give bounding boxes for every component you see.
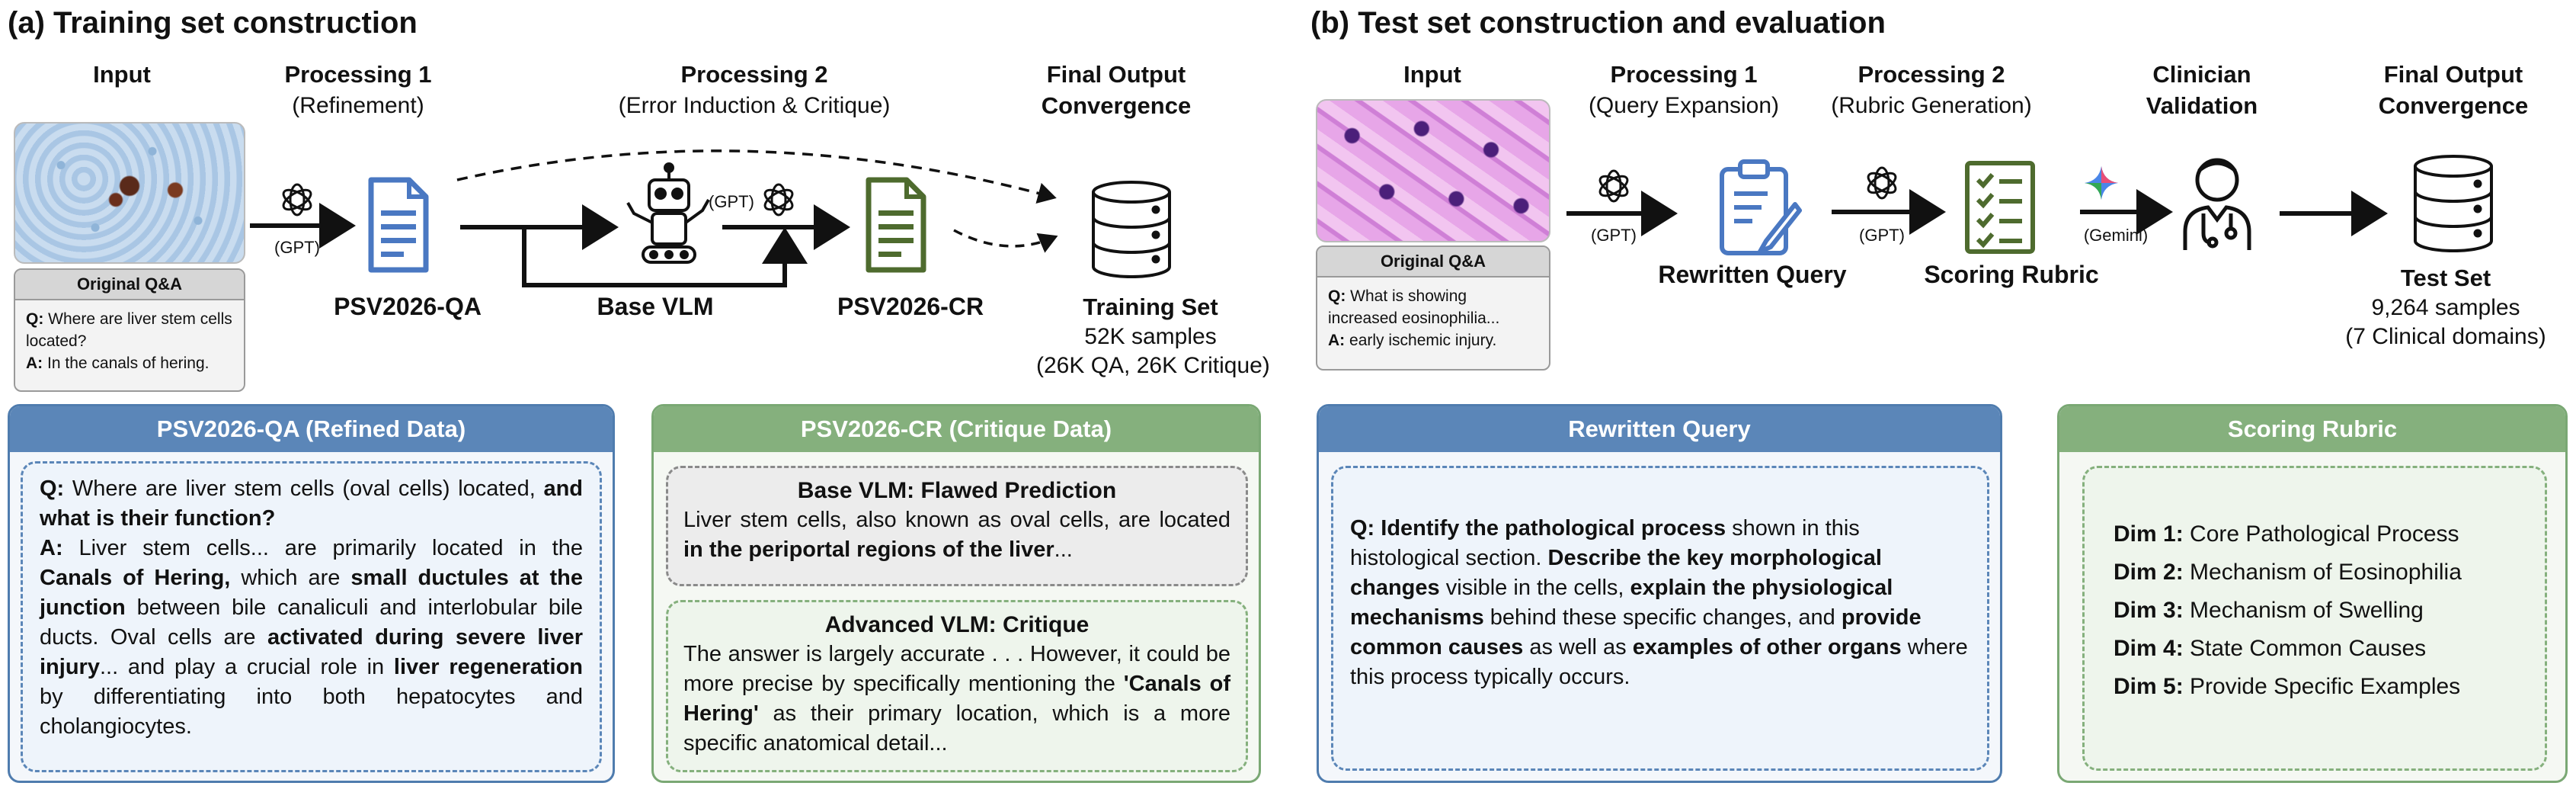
- original-qa-head: Original Q&A: [1317, 247, 1549, 278]
- rewritten-query-label: Rewritten Query: [1658, 261, 1847, 288]
- training-set-breakdown: (26K QA, 26K Critique): [1036, 353, 1270, 378]
- original-qa-card-right: Original Q&A Q: What is showing increase…: [1316, 245, 1550, 371]
- panel-header: Rewritten Query: [1319, 406, 2000, 452]
- openai-icon: [1598, 169, 1629, 203]
- dashed-arrow-cr-to-set: [953, 229, 1058, 253]
- arrow-qa-bypass-to-cr: [522, 227, 808, 287]
- panel-header: PSV2026-CR (Critique Data): [654, 406, 1259, 452]
- input-header: Input: [1403, 61, 1461, 88]
- rubric-content: Dim 1: Core Pathological Process Dim 2: …: [2082, 466, 2547, 771]
- rubric-dim: Dim 3: Mechanism of Swelling: [2114, 598, 2424, 623]
- section-a-title: (a) Training set construction: [8, 6, 418, 40]
- a-text: early ischemic injury.: [1349, 332, 1497, 349]
- qa-dataset-label: PSV2026-QA: [334, 293, 482, 320]
- critique-box: Advanced VLM: Critique The answer is lar…: [666, 600, 1248, 772]
- panel-header: PSV2026-QA (Refined Data): [10, 406, 613, 452]
- gpt-label: (GPT): [1591, 226, 1637, 245]
- processing1-header: Processing 1(Refinement): [284, 61, 432, 118]
- rubric-dim: Dim 1: Core Pathological Process: [2114, 521, 2459, 547]
- test-set-samples: 9,264 samples: [2371, 295, 2520, 320]
- input-header: Input: [93, 61, 151, 88]
- ihc-input-image: [14, 122, 245, 264]
- training-set-title: Training Set: [1083, 294, 1218, 320]
- cr-critique-panel: PSV2026-CR (Critique Data) Base VLM: Fla…: [651, 404, 1261, 783]
- gemini-icon: [2085, 166, 2118, 200]
- database-icon: [2414, 155, 2493, 252]
- qa-document-icon: [368, 177, 429, 273]
- scoring-rubric-label: Scoring Rubric: [1924, 261, 2099, 288]
- processing1-header: Processing 1(Query Expansion): [1588, 61, 1780, 118]
- gpt-label: (GPT): [709, 192, 754, 211]
- openai-icon: [763, 183, 794, 217]
- q-text: What is showing increased eosinophilia..…: [1328, 287, 1500, 327]
- cr-document-icon: [866, 177, 926, 273]
- cr-dataset-label: PSV2026-CR: [837, 293, 984, 320]
- original-qa-card-left: Original Q&A Q: Where are liver stem cel…: [14, 268, 245, 392]
- a-text: In the canals of hering.: [47, 355, 210, 372]
- gpt-label: (GPT): [1859, 226, 1905, 245]
- a-label: A:: [1328, 332, 1346, 349]
- he-input-image: [1316, 99, 1550, 242]
- clipboard-edit-icon: [1720, 159, 1802, 255]
- database-icon: [1092, 181, 1171, 278]
- section-b-title: (b) Test set construction and evaluation: [1310, 6, 1886, 40]
- right-flow-diagram: [1566, 155, 2493, 255]
- q-label: Q:: [26, 310, 44, 328]
- training-set-samples: 52K samples: [1084, 324, 1217, 349]
- processing2-header: Processing 2(Rubric Generation): [1831, 61, 2032, 118]
- rubric-dim: Dim 4: State Common Causes: [2114, 636, 2427, 661]
- clinician-icon: [2183, 158, 2251, 250]
- checklist-icon: [1965, 161, 2035, 254]
- q-text: Where are liver stem cells located?: [26, 310, 232, 350]
- original-qa-head: Original Q&A: [15, 270, 244, 300]
- openai-icon: [282, 183, 312, 217]
- flawed-prediction-title: Base VLM: Flawed Prediction: [797, 478, 1117, 503]
- base-vlm-label: Base VLM: [597, 293, 714, 320]
- flawed-prediction-box: Base VLM: Flawed Prediction Liver stem c…: [666, 466, 1248, 586]
- critique-title: Advanced VLM: Critique: [824, 612, 1090, 637]
- panel-header: Scoring Rubric: [2059, 406, 2565, 452]
- rubric-dim: Dim 2: Mechanism of Eosinophilia: [2114, 560, 2462, 585]
- rubric-dim: Dim 5: Provide Specific Examples: [2114, 674, 2461, 699]
- processing2-header: Processing 2(Error Induction & Critique): [618, 61, 891, 118]
- test-set-title: Test Set: [2400, 265, 2491, 291]
- gpt-label: (GPT): [274, 238, 320, 257]
- q-label: Q:: [1328, 287, 1346, 305]
- flawed-prediction-text: Liver stem cells, also known as oval cel…: [683, 508, 1230, 562]
- qa-refined-panel: PSV2026-QA (Refined Data) Q: Where are l…: [8, 404, 615, 783]
- rewritten-query-panel: Rewritten Query Q: Identify the patholog…: [1317, 404, 2002, 783]
- a-label: A:: [26, 355, 43, 372]
- critique-text: The answer is largely accurate . . . How…: [683, 642, 1230, 756]
- dashed-arrow-qa-to-set: [456, 149, 1057, 204]
- rewritten-query-content: Q: Identify the pathological process sho…: [1331, 466, 1989, 771]
- test-set-output: Test Set 9,264 samples (7 Clinical domai…: [2331, 264, 2560, 351]
- robot-icon: [626, 162, 710, 264]
- openai-icon: [1867, 166, 1897, 200]
- training-set-output: Training Set 52K samples (26K QA, 26K Cr…: [1036, 293, 1270, 380]
- left-flow-diagram: [250, 149, 1171, 287]
- test-set-domains: (7 Clinical domains): [2345, 324, 2546, 349]
- scoring-rubric-panel: Scoring Rubric Dim 1: Core Pathological …: [2057, 404, 2568, 783]
- qa-refined-content: Q: Where are liver stem cells (oval cell…: [21, 461, 602, 772]
- gemini-label: (Gemini): [2083, 226, 2149, 245]
